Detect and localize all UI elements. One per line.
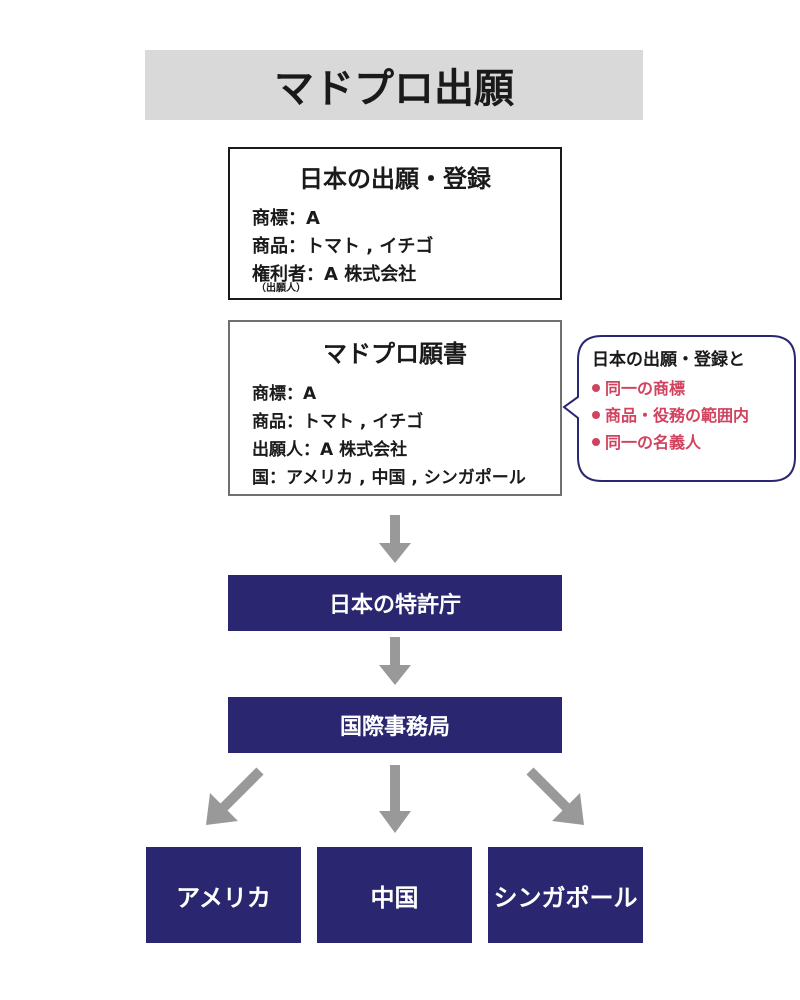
madrid-box-line: 国：アメリカ , 中国 , シンガポール bbox=[252, 468, 526, 488]
jpo-box: 日本の特許庁 bbox=[228, 575, 562, 631]
country-china-box: 中国 bbox=[317, 847, 472, 943]
madrid-application-box: マドプロ願書 商標：A 商品：トマト , イチゴ 出願人：A 株式会社 国：アメ… bbox=[228, 320, 562, 496]
country-singapore-box: シンガポール bbox=[488, 847, 643, 943]
japan-box-note: （出願人） bbox=[256, 283, 306, 294]
callout-item: 同一の名義人 bbox=[592, 429, 797, 456]
arrow-down-icon bbox=[379, 765, 411, 833]
callout-title: 日本の出願・登録と bbox=[592, 350, 745, 370]
japan-box-title: 日本の出願・登録 bbox=[299, 165, 491, 193]
japan-application-box: 日本の出願・登録 商標：A 商品：トマト , イチゴ 権利者：A 株式会社 （出… bbox=[228, 147, 562, 300]
international-bureau-box: 国際事務局 bbox=[228, 697, 562, 753]
callout-bubble bbox=[562, 335, 796, 482]
callout-item: 同一の商標 bbox=[592, 375, 797, 402]
madrid-box-line: 出願人：A 株式会社 bbox=[252, 440, 408, 460]
japan-box-line: 商標：A bbox=[252, 208, 320, 229]
arrow-down-icon bbox=[379, 637, 411, 685]
madrid-box-line: 商品：トマト , イチゴ bbox=[252, 412, 424, 432]
country-usa-box: アメリカ bbox=[146, 847, 301, 943]
arrow-down-icon bbox=[379, 515, 411, 563]
madrid-box-line: 商標：A bbox=[252, 384, 317, 404]
bullet-icon bbox=[592, 383, 600, 392]
diagram-title: マドプロ出願 bbox=[145, 50, 643, 120]
arrow-down-left-icon bbox=[206, 767, 264, 825]
madrid-box-title: マドプロ願書 bbox=[323, 340, 467, 368]
bullet-icon bbox=[592, 410, 600, 419]
japan-box-line: 権利者：A 株式会社 bbox=[252, 264, 417, 285]
callout-content: 日本の出願・登録と 同一の商標 商品・役務の範囲内 同一の名義人 bbox=[592, 345, 797, 456]
bullet-icon bbox=[592, 437, 600, 446]
arrow-down-right-icon bbox=[526, 767, 584, 825]
callout-item: 商品・役務の範囲内 bbox=[592, 402, 797, 429]
japan-box-line: 商品：トマト , イチゴ bbox=[252, 236, 434, 257]
